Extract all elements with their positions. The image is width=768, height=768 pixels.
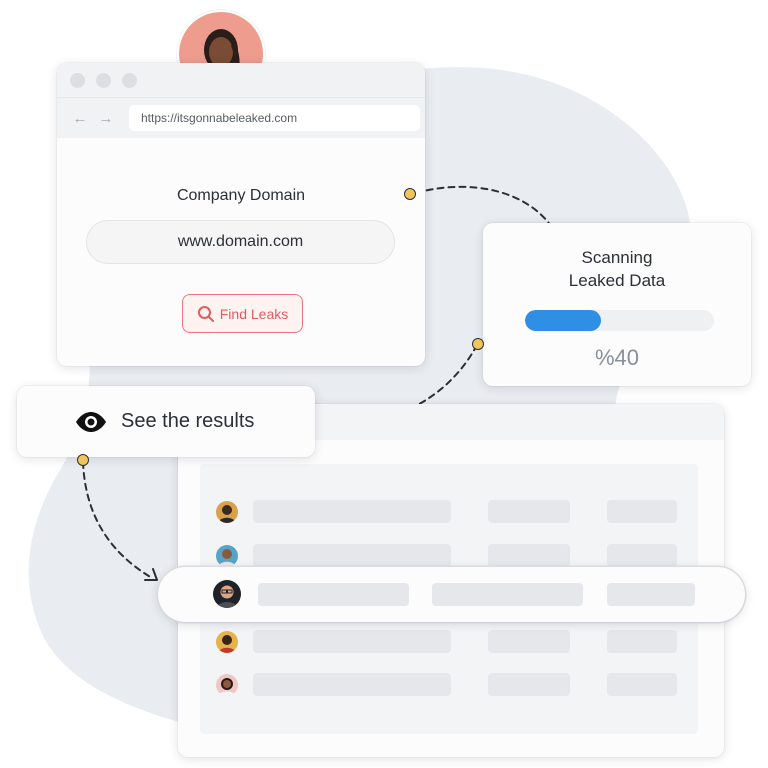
browser-window: ← → https://itsgonnabeleaked.com Company… — [57, 63, 425, 366]
table-cell — [607, 630, 677, 653]
scanning-card: Scanning Leaked Data %40 — [483, 223, 751, 386]
table-cell — [488, 630, 570, 653]
arrowhead-row — [144, 568, 158, 581]
row-avatar — [216, 501, 238, 523]
see-results-label: See the results — [121, 410, 255, 432]
connector-dot — [77, 454, 89, 466]
arrow-right-icon[interactable]: → — [98, 109, 114, 127]
connector-dot — [404, 188, 416, 200]
connector-domain-to-scan — [415, 185, 556, 233]
window-close-dot[interactable] — [70, 72, 85, 88]
table-cell — [488, 500, 570, 523]
search-icon — [197, 305, 214, 322]
table-cell — [253, 630, 451, 653]
table-cell — [253, 500, 451, 523]
scan-percent: %40 — [594, 345, 640, 370]
table-cell — [488, 673, 570, 696]
domain-input[interactable]: www.domain.com — [86, 220, 395, 264]
connector-dot — [472, 338, 484, 350]
domain-label: Company Domain — [176, 187, 306, 204]
row-avatar — [216, 631, 238, 653]
scanning-title-line2: Leaked Data — [568, 271, 666, 290]
row-avatar — [216, 545, 238, 567]
window-maximize-dot[interactable] — [122, 72, 137, 88]
eye-icon — [76, 411, 106, 432]
find-leaks-button[interactable]: Find Leaks — [182, 294, 303, 333]
table-cell — [607, 500, 677, 523]
url-field[interactable]: https://itsgonnabeleaked.com — [129, 105, 420, 131]
table-cell — [607, 673, 677, 696]
table-cell — [607, 544, 677, 567]
arrow-left-icon[interactable]: ← — [72, 109, 88, 127]
scanning-title: Scanning Leaked Data — [483, 246, 751, 292]
window-minimize-dot[interactable] — [96, 72, 111, 88]
table-cell — [432, 583, 583, 606]
table-cell — [607, 583, 695, 606]
table-cell — [253, 673, 451, 696]
row-avatar — [216, 674, 238, 696]
highlighted-table-row[interactable] — [158, 567, 745, 622]
address-bar: ← → https://itsgonnabeleaked.com — [57, 97, 425, 138]
table-cell — [253, 544, 451, 567]
table-cell — [488, 544, 570, 567]
window-titlebar — [57, 63, 425, 97]
scanning-title-line1: Scanning — [581, 248, 653, 267]
connector-results-to-row — [82, 461, 153, 579]
see-results-card[interactable]: See the results — [17, 386, 315, 457]
row-avatar — [213, 580, 241, 608]
scan-progress-fill — [525, 310, 601, 331]
scan-progress-bar — [525, 310, 714, 331]
table-cell — [258, 583, 409, 606]
find-leaks-label: Find Leaks — [219, 305, 289, 322]
